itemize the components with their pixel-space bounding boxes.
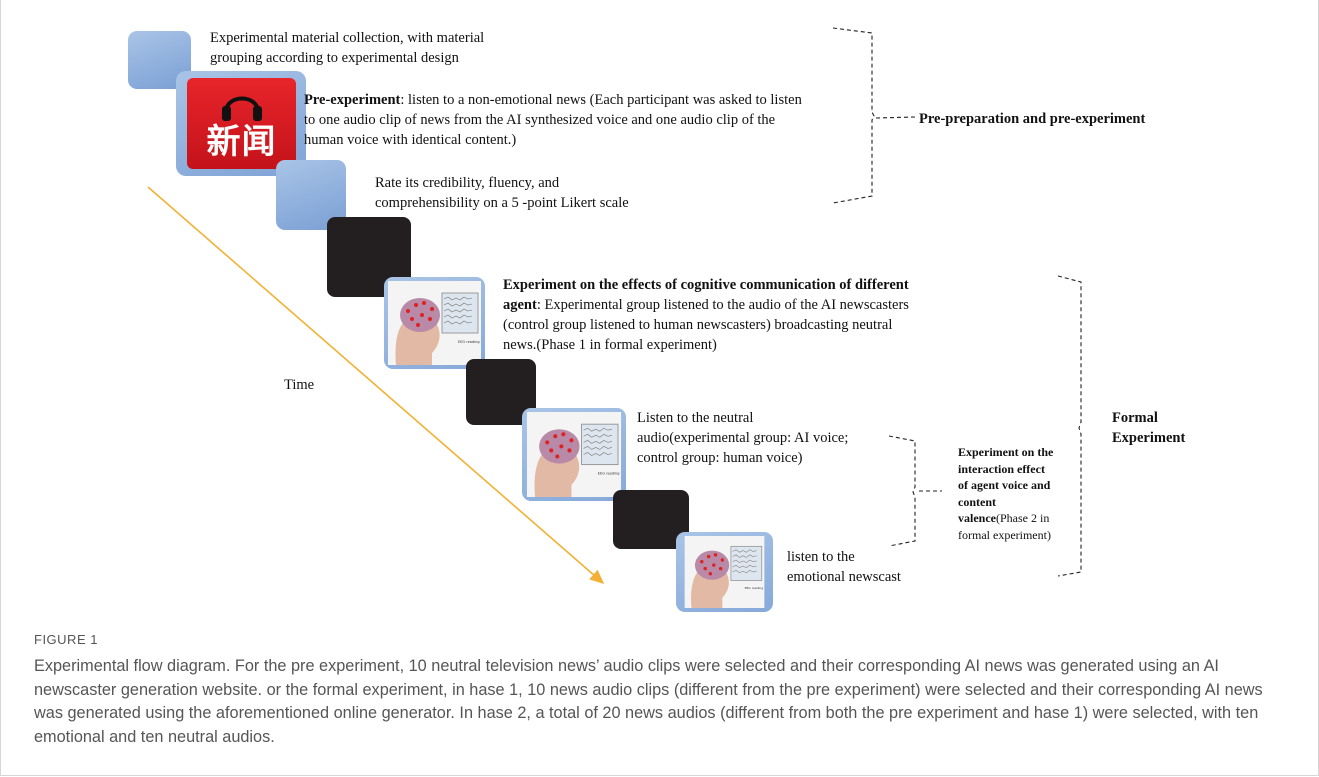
svg-text:EEG reading: EEG reading	[458, 340, 480, 344]
eeg-cap-icon: EEG reading	[684, 536, 765, 608]
connector-lines	[147, 27, 1082, 585]
pre-experiment-text: Pre-experiment: listen to a non-emotiona…	[304, 92, 802, 148]
svg-text:EEG reading: EEG reading	[745, 586, 764, 590]
formal-experiment-label: Formal Experiment	[1112, 410, 1186, 446]
eeg-cap-icon: EEG reading	[526, 412, 622, 497]
svg-text:EEG reading: EEG reading	[598, 472, 620, 476]
phase1-text: Experiment on the effects of cognitive c…	[503, 277, 909, 353]
eeg-image-3: EEG reading	[676, 532, 773, 612]
bracket-formal	[1057, 275, 1082, 577]
rating-text: Rate its credibility, fluency, and compr…	[375, 175, 629, 211]
headphones-icon	[222, 96, 262, 121]
eeg-cap-icon: EEG reading	[388, 281, 481, 365]
pre-preparation-label: Pre-preparation and pre-experiment	[919, 111, 1146, 127]
time-label: Time	[284, 377, 315, 393]
figure-label: FIGURE 1	[34, 632, 98, 647]
caption-text: Experimental flow diagram. For the pre e…	[34, 657, 1263, 746]
interaction-effect-label: Experiment on the interaction effect of …	[958, 445, 1054, 542]
bracket-interaction	[888, 435, 916, 547]
flow-diagram: Experimental material collection, with m…	[128, 27, 1186, 612]
news-label: 新闻	[206, 122, 277, 162]
neutral-audio-text: Listen to the neutral audio(experimental…	[637, 410, 849, 466]
eeg-image-1: EEG reading	[384, 277, 485, 369]
material-text: Experimental material collection, with m…	[210, 30, 485, 66]
eeg-image-2: EEG reading	[522, 408, 626, 501]
figure-caption: FIGURE 1 Experimental flow diagram. For …	[34, 632, 1294, 749]
emotional-newscast-text: listen to the emotional newscast	[787, 549, 901, 585]
news-audio-icon: 新闻	[176, 71, 306, 176]
time-arrow	[147, 186, 605, 585]
bracket-pre-preparation	[832, 27, 875, 204]
